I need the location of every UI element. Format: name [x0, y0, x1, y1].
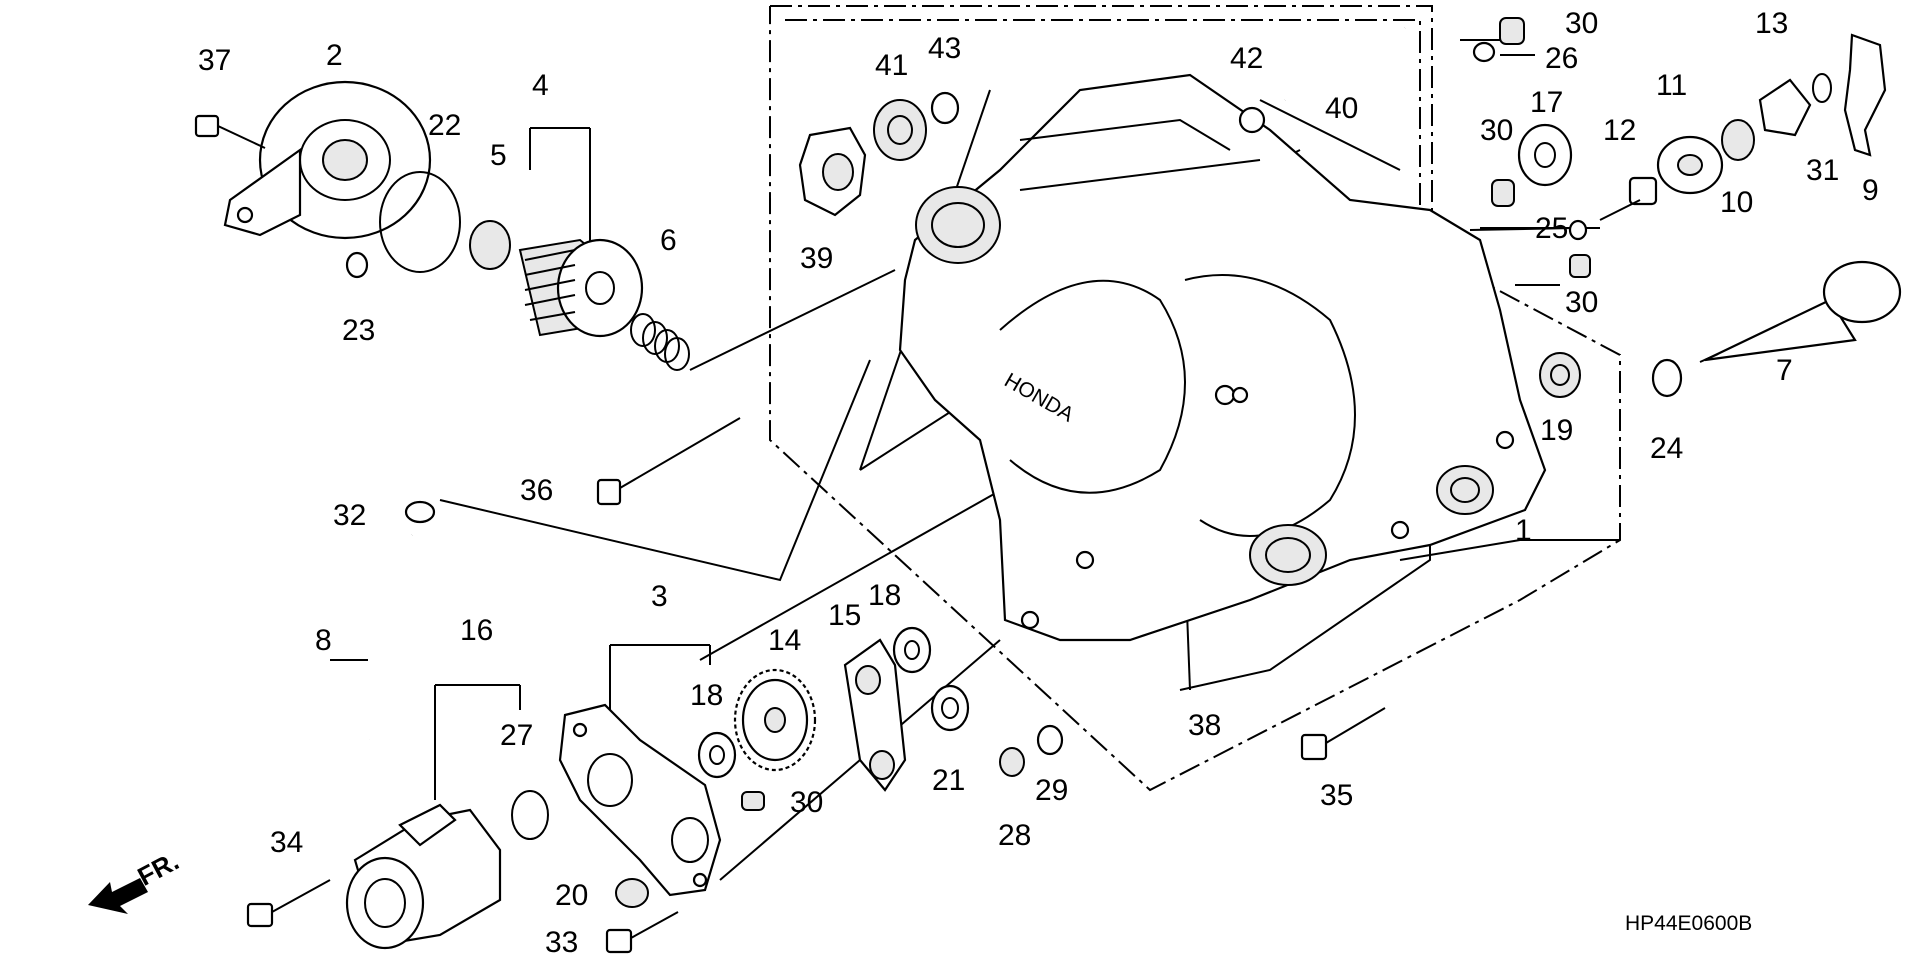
callout-32: 32	[333, 499, 366, 532]
callout-18-upper: 18	[868, 579, 901, 612]
callout-21: 21	[932, 764, 965, 797]
callout-23: 23	[342, 314, 375, 347]
callout-11: 11	[1656, 69, 1687, 102]
callout-41: 41	[875, 49, 908, 82]
callout-28: 28	[998, 819, 1031, 852]
callout-7: 7	[1776, 354, 1793, 387]
bolt-33	[605, 911, 679, 954]
callout-30-mid: 30	[1480, 114, 1513, 147]
callout-33: 33	[545, 926, 578, 959]
callout-5: 5	[490, 139, 507, 172]
crankcase-cover: HONDA	[898, 73, 1547, 642]
dowel-30-right	[1569, 254, 1591, 278]
plate-13	[1758, 78, 1812, 137]
ring-31	[1812, 73, 1832, 103]
callout-38: 38	[1188, 709, 1221, 742]
bolt-35	[1300, 707, 1386, 761]
callout-31: 31	[1806, 154, 1839, 187]
pin-40	[1283, 25, 1407, 103]
bolt-36	[596, 417, 741, 506]
callout-26: 26	[1545, 42, 1578, 75]
callout-6: 6	[660, 224, 677, 257]
bolt-37	[194, 114, 266, 149]
bearing-18-upper	[892, 626, 932, 674]
washer-29	[1036, 724, 1064, 756]
bushing-19	[1539, 352, 1581, 398]
clip-32	[404, 500, 436, 524]
callout-18-lower: 18	[690, 679, 723, 712]
callout-43: 43	[928, 32, 961, 65]
callout-2: 2	[326, 39, 343, 72]
callout-15: 15	[828, 599, 861, 632]
callout-13: 13	[1755, 7, 1788, 40]
washer-42	[1238, 106, 1266, 134]
callout-29: 29	[1035, 774, 1068, 807]
callout-22: 22	[428, 109, 461, 142]
callout-40: 40	[1325, 92, 1358, 125]
shaft-15	[843, 638, 907, 792]
callout-34: 34	[270, 826, 303, 859]
callout-30-top: 30	[1565, 7, 1598, 40]
seal-41	[873, 99, 927, 161]
callout-4: 4	[532, 69, 549, 102]
callout-37: 37	[198, 44, 231, 77]
gear-14	[733, 668, 817, 772]
o-ring-22	[379, 171, 461, 273]
cap-11	[1656, 135, 1724, 195]
callout-30-lower: 30	[790, 786, 823, 819]
callout-25: 25	[1535, 212, 1568, 245]
bearing-17	[1517, 123, 1573, 187]
starter-motor	[345, 803, 502, 950]
o-ring-10	[1721, 119, 1755, 161]
o-ring-20	[615, 878, 649, 908]
bearing-43	[930, 91, 960, 125]
dowel-30-mid	[1491, 179, 1515, 207]
washer-23	[345, 251, 369, 279]
callout-12: 12	[1603, 114, 1636, 147]
o-ring-24	[1651, 358, 1683, 398]
callout-36: 36	[520, 474, 553, 507]
callout-10: 10	[1720, 186, 1753, 219]
callout-8: 8	[315, 624, 332, 657]
dowel-30-top	[1499, 17, 1525, 45]
bolt-12	[1599, 176, 1658, 221]
diagram-reference-code: HP44E0600B	[1625, 912, 1752, 935]
callout-14: 14	[768, 624, 801, 657]
callout-35: 35	[1320, 779, 1353, 812]
bolt-34	[246, 879, 331, 928]
callout-24: 24	[1650, 432, 1683, 465]
callout-labels: 1 2 3 4 5 6 7 8 9 10 11 12 13 14 15 16 1…	[198, 7, 1879, 959]
callout-17: 17	[1530, 86, 1563, 119]
front-arrow-icon	[88, 878, 148, 914]
plate-39	[798, 126, 867, 217]
oil-filter	[518, 238, 644, 338]
dipstick-7	[1699, 260, 1902, 363]
washer-25	[1568, 219, 1588, 241]
callout-1: 1	[1515, 514, 1532, 547]
spring-6	[630, 313, 690, 371]
callout-9: 9	[1862, 174, 1879, 207]
oil-pump-body	[558, 703, 722, 897]
callout-3: 3	[651, 580, 668, 613]
callout-16: 16	[460, 614, 493, 647]
leader-lines	[330, 39, 1620, 881]
bearing-21	[930, 684, 970, 732]
washer-26	[1472, 41, 1496, 63]
bearing-18-lower	[697, 731, 737, 779]
oil-filter-cover	[223, 80, 432, 240]
callout-19: 19	[1540, 414, 1573, 447]
callout-27: 27	[500, 719, 533, 752]
nut-28	[999, 747, 1025, 777]
callout-39: 39	[800, 242, 833, 275]
callout-20: 20	[555, 879, 588, 912]
callout-42: 42	[1230, 42, 1263, 75]
bracket-9	[1843, 33, 1887, 157]
dowel-30-lower	[741, 791, 765, 811]
callout-30-right: 30	[1565, 286, 1598, 319]
front-direction-arrow: FR.	[88, 846, 184, 914]
o-ring-5	[469, 220, 511, 270]
o-ring-27	[511, 790, 549, 840]
